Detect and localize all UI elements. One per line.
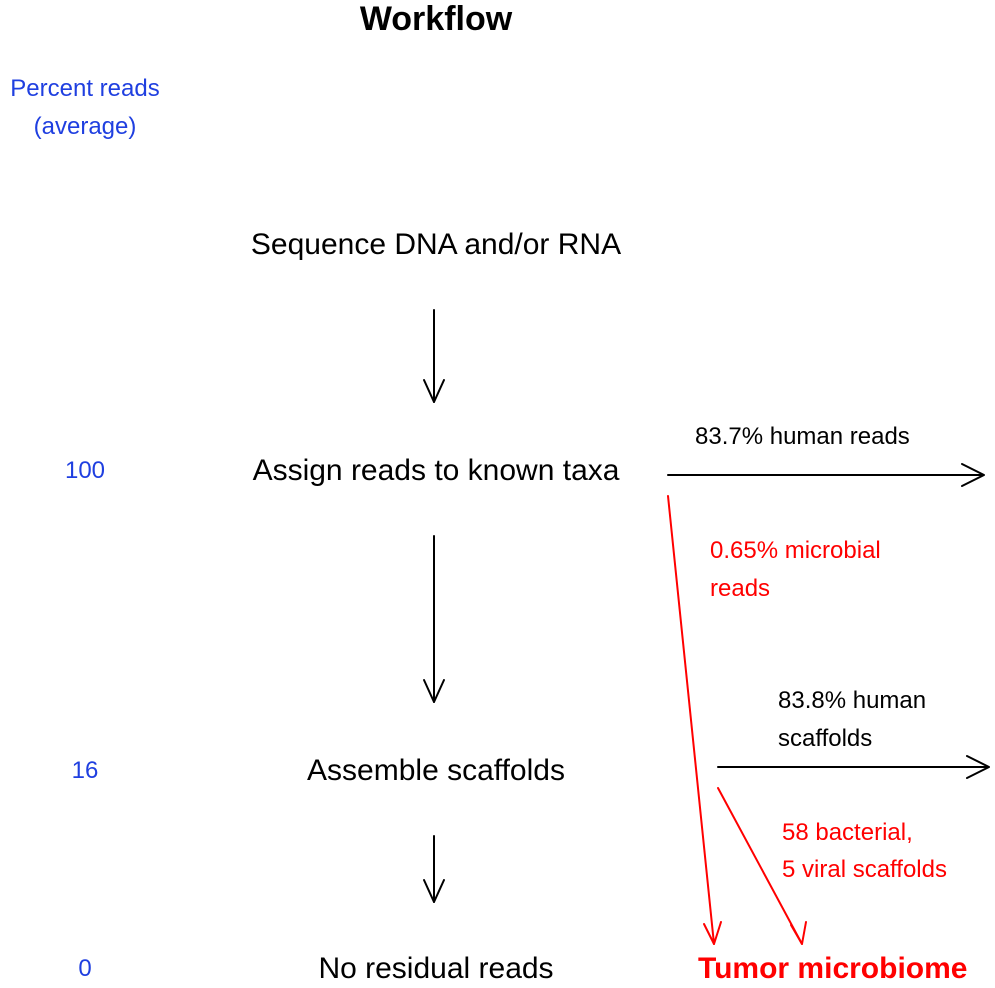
step-assemble-scaffolds: Assemble scaffolds	[307, 754, 565, 787]
arrow-microbial-reads	[667, 495, 722, 945]
arrow-assemble-to-final	[423, 835, 445, 903]
arrow-human-reads	[667, 463, 985, 487]
percent-value-assemble: 16	[71, 757, 99, 784]
percent-header-line2: (average)	[33, 113, 137, 140]
diagram-title: Workflow	[359, 0, 513, 38]
arrow-assign-to-assemble	[423, 535, 445, 703]
microbial-scaffolds-label-line2: 5 viral scaffolds	[782, 856, 947, 883]
percent-value-assign: 100	[64, 457, 106, 484]
human-reads-label: 83.7% human reads	[695, 423, 910, 450]
human-scaffolds-label-line2: scaffolds	[778, 725, 873, 752]
percent-value-final: 0	[78, 955, 92, 982]
arrow-sequence-to-assign	[423, 309, 445, 403]
microbial-reads-label-line2: reads	[710, 575, 771, 602]
step-assign-reads: Assign reads to known taxa	[252, 454, 620, 487]
step-no-residual-reads: No residual reads	[318, 952, 554, 985]
arrow-human-scaffolds	[717, 755, 990, 779]
arrow-microbial-scaffolds	[717, 787, 807, 945]
microbial-reads-label-line1: 0.65% microbial	[710, 537, 881, 564]
microbial-scaffolds-label-line1: 58 bacterial,	[782, 819, 913, 846]
tumor-microbiome-label: Tumor microbiome	[698, 952, 968, 985]
human-scaffolds-label-line1: 83.8% human	[778, 687, 927, 714]
step-sequence: Sequence DNA and/or RNA	[250, 228, 622, 261]
percent-header-line1: Percent reads	[10, 75, 160, 102]
